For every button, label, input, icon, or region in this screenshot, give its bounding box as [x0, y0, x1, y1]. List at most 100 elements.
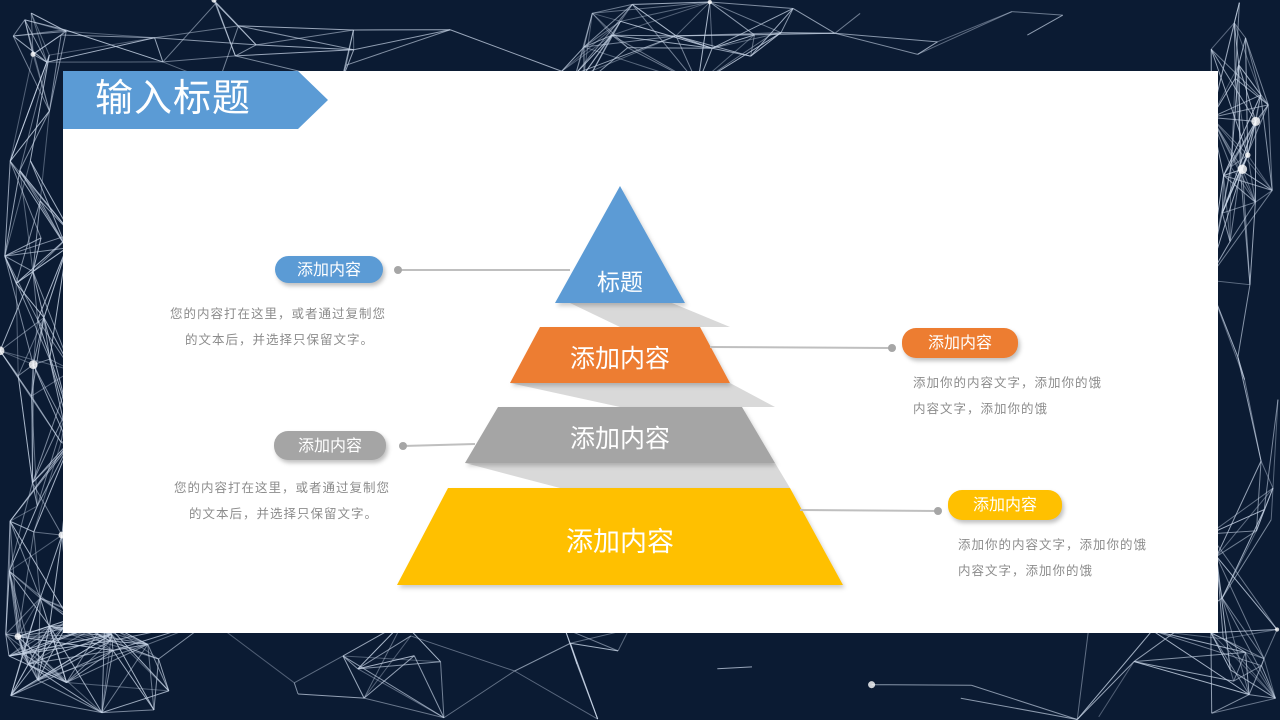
network-line	[43, 247, 68, 318]
network-line	[5, 597, 41, 635]
network-line	[1210, 48, 1269, 106]
network-line	[1230, 154, 1248, 168]
network-line	[37, 643, 148, 681]
network-line	[37, 640, 111, 681]
network-line	[363, 655, 415, 699]
network-line	[1152, 629, 1246, 653]
desc-2-line-2: 内容文字，添加你的饿	[913, 401, 1049, 416]
network-line	[4, 255, 39, 320]
network-line	[1151, 630, 1250, 696]
network-glow-node	[1251, 116, 1261, 126]
network-line	[33, 531, 63, 536]
desc-4-line-1: 添加你的内容文字，添加你的饿	[958, 537, 1148, 552]
network-line	[1098, 661, 1135, 718]
network-line	[66, 682, 169, 692]
network-line	[22, 633, 112, 655]
network-line	[12, 19, 26, 37]
network-line	[834, 32, 938, 43]
connector-band-2	[510, 383, 775, 407]
leader-dot-4	[934, 507, 942, 515]
network-line	[1260, 460, 1274, 489]
network-line	[1237, 356, 1262, 462]
network-line	[1267, 104, 1273, 191]
network-line	[37, 679, 103, 714]
network-line	[611, 34, 713, 49]
network-line	[440, 661, 445, 718]
network-line	[709, 2, 713, 49]
network-line	[357, 668, 445, 719]
network-line	[32, 53, 48, 63]
network-line	[0, 350, 34, 366]
network-line	[15, 200, 41, 284]
callout-desc-4: 添加你的内容文字，添加你的饿 内容文字，添加你的饿	[958, 532, 1198, 584]
network-line	[1211, 104, 1269, 118]
network-line	[1233, 665, 1262, 682]
network-line	[9, 438, 73, 522]
network-line	[1238, 64, 1241, 170]
network-line	[1211, 94, 1261, 118]
network-line	[24, 19, 34, 55]
network-line	[1210, 117, 1273, 191]
network-line	[32, 30, 67, 55]
network-line	[9, 505, 38, 522]
network-line	[1210, 48, 1257, 122]
network-line	[22, 653, 39, 681]
network-line	[24, 19, 66, 31]
network-line	[4, 160, 31, 257]
network-glow-node	[1244, 152, 1251, 158]
network-line	[1230, 78, 1236, 167]
network-line	[238, 25, 354, 51]
network-line	[1223, 121, 1257, 176]
network-line	[834, 13, 861, 34]
leader-dot-2	[888, 344, 896, 352]
network-line	[37, 247, 68, 320]
network-line	[32, 54, 50, 112]
network-line	[10, 650, 114, 697]
network-line	[5, 634, 29, 665]
leader-line-2	[709, 346, 893, 349]
network-line	[1207, 190, 1273, 281]
network-line	[101, 634, 112, 713]
network-line	[1133, 661, 1234, 682]
network-line	[4, 247, 67, 257]
network-line	[15, 283, 19, 376]
pyramid-tier-4	[397, 488, 843, 585]
network-line	[1237, 284, 1251, 358]
network-line	[110, 634, 114, 651]
network-line	[46, 37, 155, 63]
network-line	[1223, 629, 1278, 640]
network-line	[771, 32, 782, 35]
network-line	[632, 1, 710, 5]
pyramid-tier-1	[555, 186, 685, 303]
network-line	[1240, 169, 1273, 191]
network-line	[575, 46, 585, 74]
network-line	[1223, 175, 1273, 191]
network-line	[1249, 694, 1276, 699]
network-line	[1221, 597, 1265, 659]
desc-1-line-1: 您的内容打在这里，或者通过复制您	[169, 306, 386, 321]
network-glow-node	[868, 681, 876, 689]
network-line	[19, 170, 73, 235]
network-line	[32, 319, 39, 365]
network-line	[158, 658, 170, 692]
network-line	[620, 1, 710, 22]
network-line	[1261, 658, 1265, 666]
network-line	[592, 3, 633, 14]
network-line	[1261, 665, 1276, 699]
network-line	[1255, 190, 1273, 203]
slide-title: 输入标题	[95, 76, 252, 120]
network-line	[564, 628, 599, 720]
network-line	[413, 655, 445, 718]
network-line	[1263, 658, 1276, 699]
network-line	[591, 12, 613, 36]
network-line	[1216, 556, 1278, 630]
network-line	[30, 317, 45, 397]
network-line	[294, 655, 344, 684]
network-line	[1221, 597, 1276, 699]
network-line	[1234, 37, 1247, 79]
network-line	[1229, 166, 1232, 242]
network-line	[709, 1, 755, 36]
tier-2-label: 添加内容	[569, 344, 670, 373]
network-line	[19, 55, 50, 171]
